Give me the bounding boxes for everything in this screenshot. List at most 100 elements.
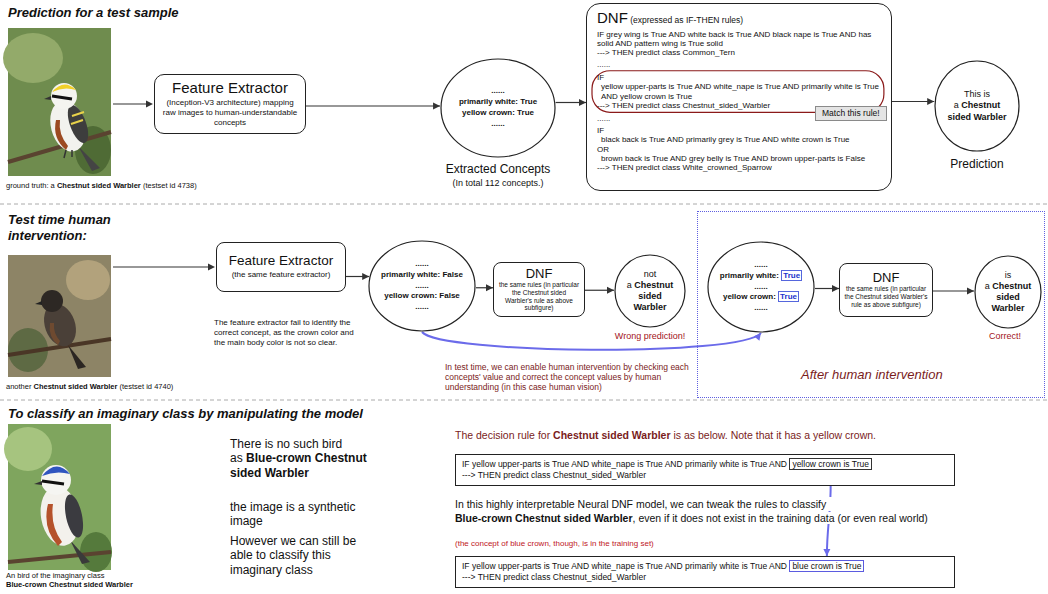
label-text: To classify an imaginary class by manipu… xyxy=(8,406,363,421)
node-text: yellow crown: True xyxy=(462,108,534,117)
node-text: DNF xyxy=(526,266,553,281)
label-text: another xyxy=(6,382,31,391)
dnf-rules-box: DNF(expressed as IF-THEN rules)IF grey w… xyxy=(586,3,892,191)
arrowhead xyxy=(433,103,440,110)
label-block: The feature extractor fail to identify t… xyxy=(214,318,364,348)
concept-circle: ......primarily white: Trueyellow crown:… xyxy=(440,58,556,158)
text-line: After human intervention xyxy=(801,368,943,381)
node-text: Feature Extractor xyxy=(229,253,333,268)
label-text: However we can still be able to classify… xyxy=(230,534,356,577)
text-line: yellow crown:True xyxy=(720,292,802,303)
node-text: IF grey wing is True AND white back is T… xyxy=(597,30,871,48)
text-line: yellow upper-parts is True AND white_nap… xyxy=(597,82,881,100)
text-line: primarily white:True xyxy=(720,271,802,282)
label-text: (In total 112 concepts.) xyxy=(453,178,544,188)
node-text: ---> THEN predict class Chestnut_sided_W… xyxy=(462,470,646,480)
text-line: ---> THEN predict class Chestnut_sided_W… xyxy=(462,470,948,481)
dnf-box: DNFthe same rules (in particular the Che… xyxy=(493,262,585,317)
arrowhead xyxy=(579,99,586,106)
node-text: yellow upper-parts is True AND white_nap… xyxy=(601,82,879,100)
node-text: DNF xyxy=(597,9,628,26)
eye-stripe xyxy=(52,96,72,99)
foliage xyxy=(4,427,52,471)
text-line: DNF xyxy=(844,271,928,284)
node-text: ...... xyxy=(597,60,610,69)
foliage xyxy=(3,33,63,83)
bird-flank xyxy=(46,504,62,546)
text-line: IF yellow upper-parts is True AND white_… xyxy=(462,561,948,572)
text-line: brown back is True AND grey belly is Tru… xyxy=(597,154,881,163)
label-block: However we can still be able to classify… xyxy=(230,534,380,577)
text-line: the same rules (in particular the Chestn… xyxy=(498,281,580,312)
node-text: IF xyxy=(597,126,604,135)
label-text: In test time, we can enable human interv… xyxy=(445,362,689,392)
label-text: (testset id 4738) xyxy=(143,181,197,190)
label-block: Correct! xyxy=(967,331,1043,342)
label-block: Prediction for a test sample xyxy=(8,5,338,21)
node-text: brown back is True AND grey belly is Tru… xyxy=(601,154,865,163)
label-text: Extracted Concepts xyxy=(446,162,551,176)
feature-extractor-box: Feature Extractor(the same feature extra… xyxy=(216,242,346,292)
text-line: ...... xyxy=(381,281,463,292)
text-line: Match this rule! xyxy=(822,109,880,118)
rule-box: IF yellow upper-parts is True AND white_… xyxy=(455,556,955,588)
text-wrap: DNF(expressed as IF-THEN rules)IF grey w… xyxy=(597,10,881,172)
arrowhead xyxy=(754,333,761,341)
label-text: Prediction xyxy=(950,157,1003,171)
bird-flank xyxy=(50,323,60,345)
bird-wing xyxy=(64,102,93,145)
row-separator xyxy=(0,400,1048,401)
arrowhead xyxy=(208,264,215,271)
row-separator xyxy=(0,204,1048,205)
connector xyxy=(422,332,761,350)
node-text: ---> THEN predict class White_crowned_Sp… xyxy=(597,163,772,172)
concept-circle: ......primarily white:True......yellow c… xyxy=(707,241,815,333)
node-text: ...... xyxy=(415,302,428,311)
prediction-circle: This is aChestnut sided Warbler xyxy=(934,60,1020,152)
arrowhead xyxy=(927,98,934,105)
node-text: IF yellow upper-parts is True AND white_… xyxy=(462,459,787,469)
bird-wing xyxy=(62,493,87,539)
bird-head xyxy=(51,83,77,109)
bird-tail xyxy=(68,345,86,369)
text-wrap: DNFthe same rules (in particular the Che… xyxy=(498,267,580,312)
node-text: Chestnut sided Warbler xyxy=(991,281,1031,314)
node-text: ...... xyxy=(491,119,504,128)
eye-stripe xyxy=(42,481,64,484)
label-text: The feature extractor fail to identify t… xyxy=(214,318,354,347)
label-text: An bird of the imaginary class xyxy=(6,572,206,581)
text-wrap: ......primarily white: False......yellow… xyxy=(381,259,463,313)
arrowhead xyxy=(832,285,839,292)
node-text: After human intervention xyxy=(801,367,943,382)
label-text: Chestnut sided Warbler xyxy=(34,382,118,391)
text-line: ---> THEN predict class Chestnut_sided_W… xyxy=(462,572,948,583)
text-line: ...... xyxy=(597,60,881,69)
node-text: True xyxy=(781,270,802,281)
node-text: ...... xyxy=(491,86,504,95)
label-block: Prediction xyxy=(922,157,1032,171)
text-line: black back is True AND primarily grey is… xyxy=(597,135,881,144)
node-text: the same rules (in particular the Chestn… xyxy=(499,281,579,311)
text-line: IF yellow upper-parts is True AND white_… xyxy=(462,459,948,470)
prediction-circle: not aChestnut sided Warbler xyxy=(614,254,686,328)
node-text: Chestnut sided Warbler xyxy=(633,280,673,313)
node-text: yellow crown is True xyxy=(789,458,872,470)
label-text: The decision rule for xyxy=(455,429,550,441)
intervention-region: After human intervention ......primarily … xyxy=(697,211,1045,398)
connector xyxy=(585,287,614,294)
label-text: Wrong prediction! xyxy=(615,331,685,341)
arrowhead xyxy=(607,287,614,294)
node-text: primarily white: xyxy=(720,271,779,280)
label-block: Extracted Concepts xyxy=(428,162,568,176)
text-line: (Inception-V3 architecture) mapping raw … xyxy=(159,98,301,128)
text-wrap: Feature Extractor(the same feature extra… xyxy=(220,254,342,280)
text-line: yellow crown: True xyxy=(459,108,537,119)
connector xyxy=(892,98,934,105)
label-text: Blue-crown Chestnut sided Warbler xyxy=(455,512,633,524)
circle-shape xyxy=(441,59,555,157)
text-line: ---> THEN predict class Common_Tern xyxy=(597,48,881,57)
label-text: Chestnut sided Warbler xyxy=(553,429,670,441)
node-text: ...... xyxy=(415,259,428,268)
arrowhead xyxy=(823,549,830,556)
